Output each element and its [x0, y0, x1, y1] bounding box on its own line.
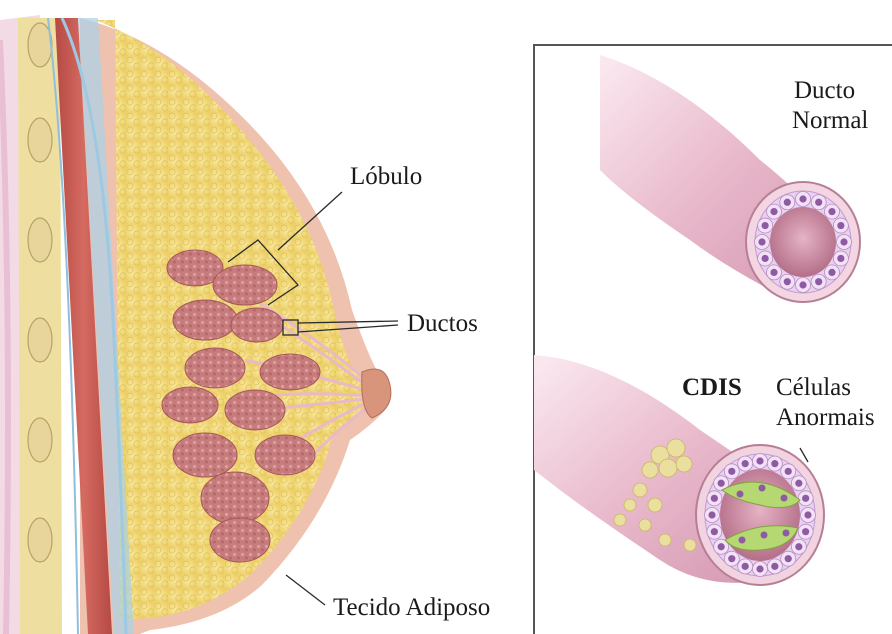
cell-nucleus — [837, 255, 844, 262]
cell-nucleus — [799, 281, 806, 288]
label-ducto-normal-line2: Normal — [792, 106, 868, 135]
label-ductos: Ductos — [407, 309, 478, 338]
cell-nucleus — [795, 480, 802, 487]
cell-nucleus — [815, 199, 822, 206]
label-ducto-normal-line1: Ducto — [794, 76, 855, 105]
label-cdis: CDIS — [682, 373, 742, 402]
cdis-duct-section — [696, 445, 824, 585]
cell-nucleus — [718, 543, 725, 550]
cell-nucleus — [785, 468, 792, 475]
normal-lumen — [770, 207, 836, 277]
cell-nucleus — [795, 543, 802, 550]
cell-nucleus — [742, 460, 749, 467]
cell-nucleus — [840, 238, 847, 245]
label-celulas-line1: Células — [776, 373, 851, 402]
cell-nucleus — [762, 255, 769, 262]
label-tecido-adiposo: Tecido Adiposo — [333, 593, 490, 622]
cell-nucleus — [802, 495, 809, 502]
cell-nucleus — [771, 460, 778, 467]
cell-nucleus — [770, 208, 777, 215]
cell-nucleus — [784, 278, 791, 285]
cell-nucleus — [718, 480, 725, 487]
cell-nucleus — [762, 222, 769, 229]
tecido-leader — [286, 575, 325, 605]
cell-nucleus — [756, 565, 763, 572]
nipple — [362, 369, 391, 418]
cell-nucleus — [770, 269, 777, 276]
cell-nucleus — [785, 555, 792, 562]
cell-nucleus — [742, 563, 749, 570]
cell-nucleus — [802, 528, 809, 535]
cell-nucleus — [756, 457, 763, 464]
cell-nucleus — [728, 468, 735, 475]
label-celulas-line2: Anormais — [776, 403, 875, 432]
cell-nucleus — [711, 495, 718, 502]
cell-nucleus — [758, 238, 765, 245]
cell-nucleus — [711, 528, 718, 535]
cell-nucleus — [708, 511, 715, 518]
cell-nucleus — [784, 199, 791, 206]
cell-nucleus — [837, 222, 844, 229]
cell-nucleus — [828, 208, 835, 215]
cell-nucleus — [728, 555, 735, 562]
normal-duct-section — [746, 182, 860, 302]
cell-nucleus — [771, 563, 778, 570]
cell-nucleus — [804, 511, 811, 518]
cell-nucleus — [815, 278, 822, 285]
breast-cross-section — [0, 15, 398, 634]
label-lobulo: Lóbulo — [350, 162, 422, 191]
cell-nucleus — [828, 269, 835, 276]
cell-nucleus — [799, 195, 806, 202]
